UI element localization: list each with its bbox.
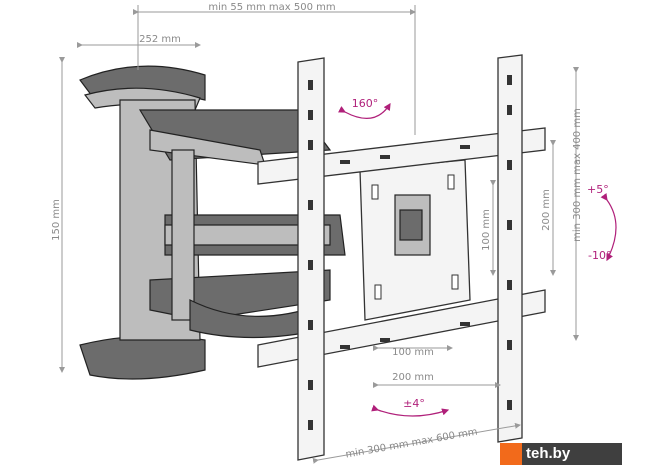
articulating-arms [138, 109, 346, 339]
horizontal-bars [257, 127, 546, 368]
vesa-inner-horizontal-label: 100 mm [392, 347, 434, 358]
vesa-outer-vertical-label: 200 mm [541, 189, 552, 231]
vesa-inner-vertical-label: 100 mm [481, 209, 492, 251]
tilt-up-label: +5° [587, 183, 609, 196]
logo-mark [500, 443, 522, 465]
rotation-angle-label: ±4° [403, 397, 425, 410]
height-label: 150 mm [51, 199, 62, 241]
swivel-arc [338, 102, 391, 119]
rail-horizontal-label: min 300 mm max 600 mm [345, 427, 479, 461]
logo-text: teh.by [522, 443, 622, 465]
vesa-outer-horizontal-label: 200 mm [392, 372, 434, 383]
swivel-angle-label: 160° [352, 97, 379, 110]
rotation-arc [371, 404, 450, 417]
tilt-down-label: -10° [588, 249, 611, 262]
tilt-arc [600, 193, 617, 262]
arm-width-label: 252 mm [139, 34, 181, 45]
vesa-plate [359, 159, 471, 321]
depth-label: min 55 mm max 500 mm [208, 2, 335, 13]
vertical-rails [297, 54, 523, 461]
rail-vertical-label: min 300 mm max 400 mm [572, 108, 583, 242]
watermark-logo: teh.by [500, 443, 622, 465]
